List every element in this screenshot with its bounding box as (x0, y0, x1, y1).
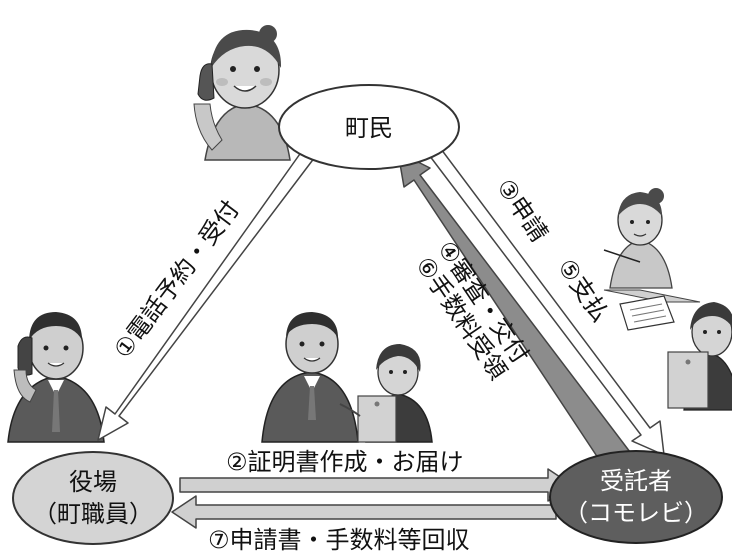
contractor-woman-writing-illustration (603, 188, 701, 331)
node-contractor-sublabel: （コモレビ） (564, 499, 708, 527)
node-town-office: 役場 （町職員） (12, 451, 174, 545)
step7-label: ⑦申請書・手数料等回収 (208, 526, 470, 554)
node-resident-label: 町民 (345, 114, 393, 142)
step2-label: ②証明書作成・お届け (226, 448, 464, 476)
contractor-woman-envelope-illustration (667, 302, 732, 411)
node-town-office-label: 役場 (69, 468, 117, 496)
node-resident: 町民 (278, 84, 460, 170)
staff-delivery-illustration (261, 312, 433, 443)
arrow-step7-contractor-to-office (171, 495, 557, 529)
resident-woman-phone-illustration (193, 25, 291, 161)
arrow-step3-5-resident-to-contractor (422, 136, 665, 456)
arrow-step1-resident-to-office (97, 143, 319, 441)
node-town-office-sublabel: （町職員） (33, 500, 153, 528)
node-contractor: 受託者 （コモレビ） (549, 450, 723, 544)
node-contractor-label: 受託者 (600, 467, 672, 495)
office-man-phone-illustration (7, 312, 105, 443)
